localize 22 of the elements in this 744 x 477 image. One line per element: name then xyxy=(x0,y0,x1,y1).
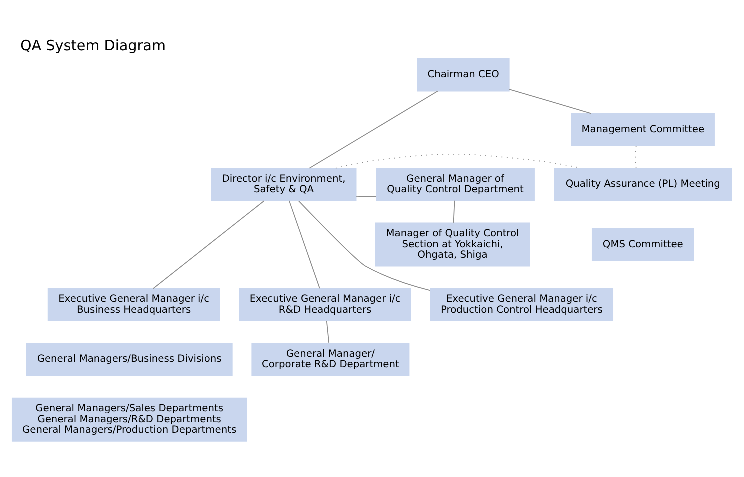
node-box: Manager of Quality Control Section at Yokkaichi, Ohgata, Shiga xyxy=(375,222,530,267)
node-box: Management Committee xyxy=(571,113,715,146)
node-box: General Manager/ Corporate R&D Department xyxy=(252,343,410,376)
connector xyxy=(356,196,377,198)
node-box: Chairman CEO xyxy=(417,58,510,92)
connector xyxy=(309,90,438,169)
connector xyxy=(288,200,320,289)
node-box: General Managers/Business Divisions xyxy=(26,343,233,376)
diagram-title: QA System Diagram xyxy=(20,38,166,55)
node-box: Director i/c Environment, Safety & QA xyxy=(211,168,357,202)
node-box: Quality Assurance (PL) Meeting xyxy=(554,168,732,202)
node-box: General Managers/Sales Departments General Managers/R&D Departments General Managers/Production Departments xyxy=(12,398,248,442)
node-box: General Manager of Quality Control Department xyxy=(376,168,535,202)
connector xyxy=(509,89,592,114)
connector xyxy=(298,200,431,292)
node-box: Executive General Manager i/c R&D Headquarters xyxy=(239,288,412,322)
node-box: QMS Committee xyxy=(592,228,694,262)
node-box: Executive General Manager i/c Business Headquarters xyxy=(48,288,220,322)
connector xyxy=(153,200,265,290)
connector xyxy=(453,200,456,224)
connector xyxy=(326,320,330,344)
node-box: Executive General Manager i/c Production Control Headquarters xyxy=(430,288,614,322)
